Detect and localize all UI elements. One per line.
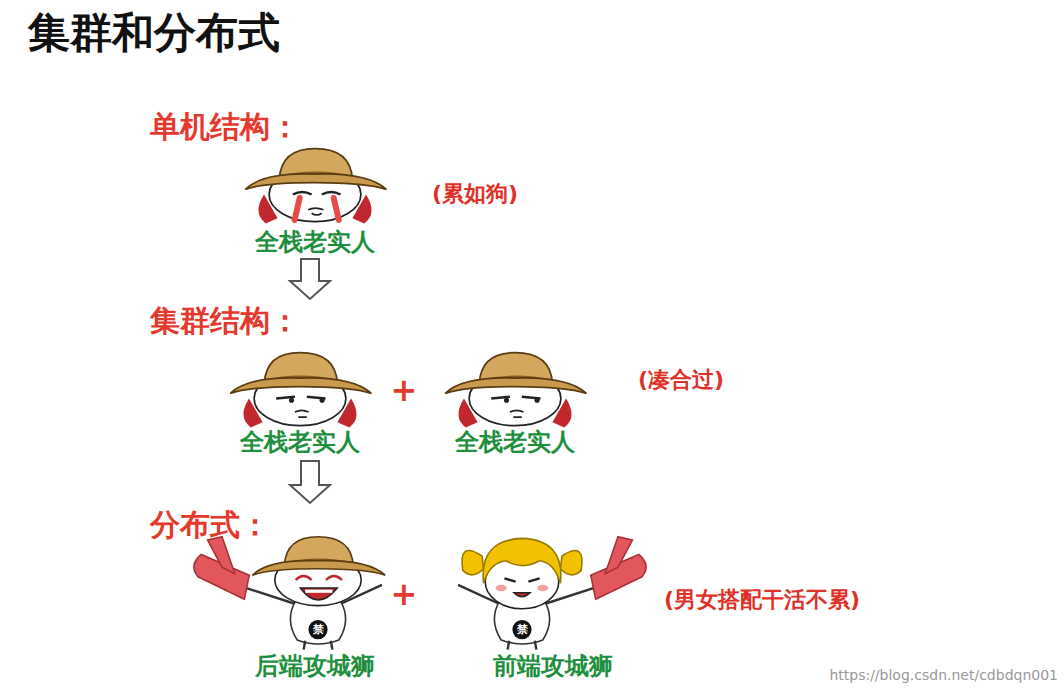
- section-band: 单机结构： (累如狗) 全栈老实人: [140, 106, 720, 258]
- crying-figure-part: [334, 198, 339, 220]
- frontend-figure-part: [504, 578, 539, 581]
- page-title: 集群和分布式: [28, 8, 280, 58]
- frontend-figure: [458, 537, 646, 650]
- backend-figure-part: [252, 537, 385, 606]
- backend-figure-part: [290, 601, 345, 644]
- crying-figure-part: [245, 149, 386, 222]
- tired-figure-part: [320, 398, 325, 403]
- crying-figure-part: [322, 192, 341, 195]
- figure-caption: 前端攻城狮: [445, 652, 660, 680]
- tired-figure-part: [445, 353, 586, 426]
- frontend-figure-part: [462, 550, 484, 574]
- backend-figure: [194, 537, 385, 650]
- tired-figure-part: [289, 398, 294, 403]
- tired-figure-part: [230, 353, 371, 426]
- frontend-figure-part: [605, 537, 632, 574]
- section-band: 分布式： (男女搭配干活不累) 后端攻城狮前端攻城狮: [140, 504, 990, 682]
- figure-caption: 全栈老实人: [205, 428, 395, 456]
- watermark: https://blog.csdn.net/cdbdqn001: [829, 666, 1058, 684]
- crying-figure: [245, 149, 386, 224]
- section-note: (男女搭配干活不累): [664, 586, 860, 614]
- figure-node: 全栈老实人: [225, 148, 405, 258]
- figure-caption: 全栈老实人: [420, 428, 610, 456]
- crying-figure-part: [312, 213, 322, 215]
- frontend-figure-part: [483, 538, 561, 583]
- tired-figure-part: [535, 398, 540, 403]
- tired-figure-part: [504, 398, 509, 403]
- tired-figure-part: [295, 410, 309, 417]
- frontend-figure-part: [560, 550, 582, 574]
- frontend-figure-part: [508, 641, 537, 650]
- figure-node: 全栈老实人: [205, 342, 395, 458]
- figure-caption: 全栈老实人: [225, 228, 405, 256]
- frontend-figure-part: [537, 585, 548, 591]
- frontend-figure-part: [514, 593, 530, 597]
- backend-figure-part: [305, 590, 332, 593]
- frontend-figure-part: [512, 620, 531, 639]
- section-band: 集群结构： (凑合过) 全栈老实人全栈老实人: [140, 300, 780, 460]
- section-note: (凑合过): [638, 366, 724, 394]
- section-note: (累如狗): [432, 180, 518, 208]
- backend-figure-part: [300, 588, 337, 600]
- figure-node: 前端攻城狮: [445, 540, 660, 682]
- crying-figure-part: [295, 198, 300, 220]
- plus-sign: +: [391, 577, 418, 611]
- flow-arrow: [290, 461, 330, 503]
- flow-arrow: [290, 259, 330, 299]
- backend-figure-part: [304, 641, 333, 650]
- section-heading: 分布式：: [150, 508, 270, 542]
- censor-mark: 禁: [313, 624, 324, 636]
- figure-node: 全栈老实人: [420, 342, 610, 458]
- figure-node: 后端攻城狮: [190, 540, 440, 682]
- frontend-figure-part: [496, 585, 507, 591]
- backend-figure-part: [308, 620, 327, 639]
- section-heading: 单机结构：: [150, 110, 300, 144]
- backend-figure-part: [208, 537, 235, 574]
- section-heading: 集群结构：: [150, 304, 300, 338]
- backend-figure-part: [296, 576, 342, 580]
- crying-figure-part: [308, 208, 323, 210]
- tired-figure: [230, 353, 371, 428]
- figure-caption: 后端攻城狮: [190, 652, 440, 680]
- censor-mark: 禁: [517, 624, 528, 636]
- crying-figure-part: [293, 192, 312, 195]
- tired-figure: [445, 353, 586, 428]
- tired-figure-part: [510, 410, 524, 417]
- plus-sign: +: [391, 373, 418, 407]
